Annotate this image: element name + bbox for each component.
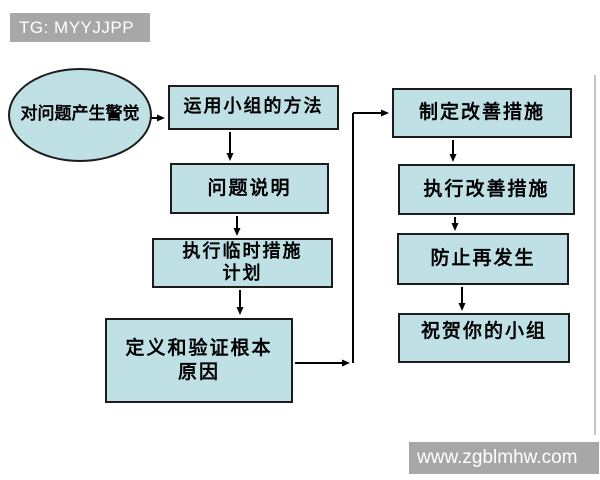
flow-node-label: 制定改善措施 [418, 101, 545, 124]
flow-node-label: 定义和验证根本 原因 [125, 336, 273, 383]
watermark-top-left: TG: MYYJJPP [10, 13, 150, 42]
flow-node-implement-improvement-measures: 执行改善措施 [398, 164, 575, 215]
flow-node-define-verify-root-cause: 定义和验证根本 原因 [105, 318, 293, 403]
flow-node-congratulate-your-team: 祝贺你的小组 [398, 313, 570, 363]
flow-node-prevent-recurrence: 防止再发生 [397, 233, 569, 285]
flow-node-label: 问题说明 [207, 176, 292, 199]
flow-node-label: 执行改善措施 [423, 177, 550, 200]
flow-node-label: 执行临时措施 计划 [182, 240, 303, 285]
watermark-bottom-right: www.zgblmhw.com [409, 442, 599, 474]
flow-node-label: 运用小组的方法 [183, 96, 324, 118]
flow-node-use-team-method: 运用小组的方法 [168, 85, 339, 130]
flow-node-problem-description: 问题说明 [170, 163, 329, 214]
flow-node-label: 对问题产生警觉 [20, 104, 140, 125]
right-edge-line [594, 75, 596, 435]
watermark-top-left-label: TG: MYYJJPP [19, 17, 135, 37]
flow-node-label: 祝贺你的小组 [420, 320, 547, 342]
flow-node-start-ellipse: 对问题产生警觉 [8, 68, 152, 162]
flow-node-formulate-improvement-measures: 制定改善措施 [392, 88, 572, 138]
flow-node-implement-interim-measures-plan: 执行临时措施 计划 [152, 238, 333, 288]
flow-node-label: 防止再发生 [430, 247, 536, 270]
watermark-bottom-right-label: www.zgblmhw.com [417, 447, 578, 468]
